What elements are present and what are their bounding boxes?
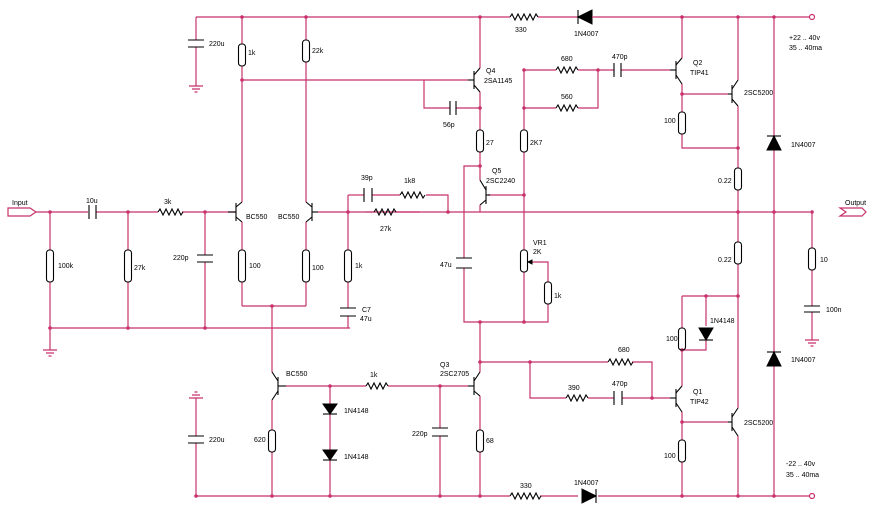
wires	[36, 16, 813, 497]
label-r-680-top: 680	[561, 56, 573, 63]
label-q3-name: Q3	[440, 362, 449, 369]
label-q-out-bot: 2SC5200	[744, 420, 773, 427]
label-r-1k-vr: 1k	[554, 293, 562, 300]
label-d-rail-bot: 1N4007	[791, 357, 816, 364]
label-r-1k-fb: 1k	[355, 263, 363, 270]
junctions	[48, 15, 814, 498]
label-r-27k-in: 27k	[134, 265, 146, 272]
label-q-out-top: 2SC5200	[744, 90, 773, 97]
label-r-330-top: 330	[515, 27, 527, 34]
label-q4-name: Q4	[486, 68, 495, 75]
label-r-022-bot: 0.22	[718, 257, 732, 264]
output-connector	[838, 207, 867, 217]
label-q-bc550-right: BC550	[278, 214, 300, 221]
label-r-620: 620	[254, 437, 266, 444]
output-label: Output	[845, 200, 866, 207]
label-r-27k-fb: 27k	[380, 226, 392, 233]
label-q5-name: Q5	[492, 168, 501, 175]
label-current-neg: 35 .. 40ma	[786, 472, 819, 479]
label-q2-part: TIP41	[690, 70, 709, 77]
label-current-pos: 35 .. 40ma	[789, 45, 822, 52]
label-r-1k8: 1k8	[404, 178, 415, 185]
label-q-bc550-bottom: BC550	[286, 371, 308, 378]
label-q4-part: 2SA1145	[484, 78, 512, 85]
label-c-56p: 56p	[443, 122, 455, 129]
label-c-220u-bot: 220u	[209, 437, 225, 444]
label-r-3k: 3k	[164, 199, 172, 206]
label-d-rail-top: 1N4007	[791, 142, 816, 149]
label-supply-pos: +22 .. 40v	[789, 35, 820, 42]
label-q3-part: 2SC2705	[440, 371, 469, 378]
diodes	[322, 9, 782, 504]
label-d-bot: 1N4007	[574, 480, 599, 487]
label-c-470p-bot: 470p	[612, 381, 628, 388]
label-c7-value: 47u	[360, 316, 372, 323]
capacitors	[88, 39, 820, 444]
label-c-47u: 47u	[440, 262, 452, 269]
label-r-100-q1a: 100	[666, 336, 678, 343]
label-r-100-left: 100	[249, 263, 261, 270]
label-c-39p: 39p	[361, 175, 373, 182]
label-vr1-value: 2K	[533, 249, 542, 256]
transistors	[228, 57, 739, 437]
label-r-1k-top: 1k	[248, 50, 256, 57]
label-c7-name: C7	[362, 307, 371, 314]
label-supply-neg: -22 .. 40v	[786, 461, 816, 468]
label-r-330-bot: 330	[520, 483, 532, 490]
input-connector	[7, 207, 38, 217]
label-r-100-right: 100	[312, 265, 324, 272]
label-c-220u-top: 220u	[209, 41, 225, 48]
label-r-zobel: 10	[820, 257, 828, 264]
label-r-68: 68	[486, 438, 494, 445]
label-q1-name: Q1	[693, 389, 702, 396]
label-d-1n4148-q1: 1N4148	[710, 318, 735, 325]
label-r-100-q2: 100	[664, 118, 676, 125]
resistors	[45, 12, 817, 501]
input-label: Input	[12, 200, 28, 207]
label-vr1-name: VR1	[533, 240, 547, 247]
label-c-220p-in: 220p	[173, 255, 189, 262]
label-r-1k-mid: 1k	[370, 372, 378, 379]
label-d-top: 1N4007	[574, 31, 599, 38]
label-r-680-bot: 680	[618, 347, 630, 354]
label-d-1n4148-a: 1N4148	[344, 408, 369, 415]
ground-symbols	[43, 85, 819, 399]
label-r-2k7: 2K7	[530, 140, 543, 147]
label-r-022-top: 0.22	[718, 178, 732, 185]
rail-terminals	[808, 13, 816, 500]
label-r-390: 390	[568, 385, 580, 392]
label-r-560: 560	[561, 94, 573, 101]
label-r-27: 27	[486, 140, 494, 147]
label-r-in-bias: 100k	[58, 263, 74, 270]
label-d-1n4148-b: 1N4148	[344, 454, 369, 461]
label-q2-name: Q2	[693, 60, 702, 67]
label-c-in: 10u	[86, 198, 98, 205]
label-q-bc550-left: BC550	[246, 214, 268, 221]
label-r-22k-top: 22k	[312, 48, 324, 55]
component-labels: Input Output 10u 100k 3k 27k 220p 1k 22k…	[12, 27, 866, 490]
label-c-470p-top: 470p	[612, 54, 628, 61]
label-c-zobel: 100n	[826, 307, 842, 314]
label-c-220p-mid: 220p	[412, 431, 428, 438]
label-q5-part: 2SC2240	[486, 178, 515, 185]
label-q1-part: TIP42	[690, 399, 709, 406]
label-r-100-q1b: 100	[664, 453, 676, 460]
